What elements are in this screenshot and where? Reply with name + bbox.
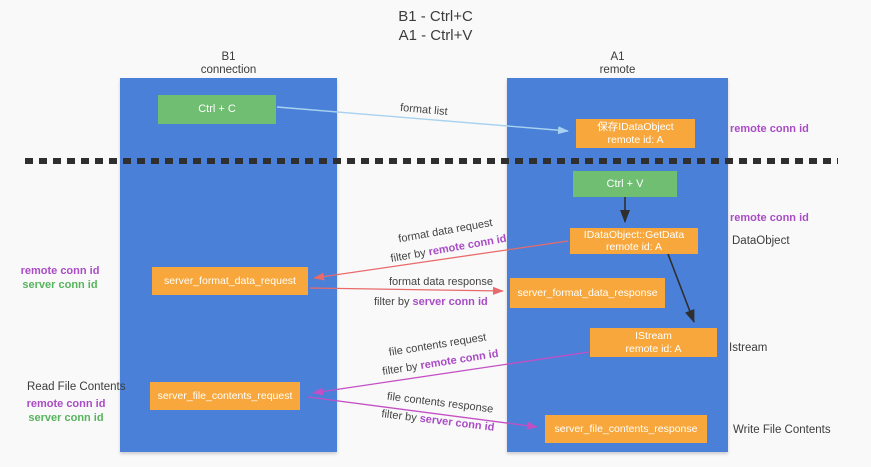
save-dataobject-line1: 保存IDataObject	[597, 121, 674, 133]
node-istream: IStream remote id: A	[590, 328, 717, 357]
edge-format-data-response	[309, 286, 504, 295]
server-conn-id-text: server conn id	[412, 296, 488, 308]
lane-b1-name: B1	[221, 51, 236, 63]
label-dataobject: DataObject	[732, 235, 790, 247]
filter-by-text: filter by	[374, 296, 410, 308]
istream-line1: IStream	[635, 330, 672, 342]
label-remote-conn-id-right-mid: remote conn id	[730, 212, 809, 224]
node-server-file-contents-response: server_file_contents_response	[545, 415, 707, 443]
label-remote-conn-id-left-mid: remote conn id	[20, 265, 100, 277]
label-istream: Istream	[729, 342, 768, 354]
label-server-conn-id-left-bottom: server conn id	[28, 412, 104, 424]
label-server-conn-id-left-mid: server conn id	[22, 279, 98, 291]
label-format-data-request-group: format data request filter by remote con…	[381, 211, 513, 269]
getdata-line1: IDataObject::GetData	[583, 228, 685, 241]
node-ctrl-c: Ctrl + C	[158, 95, 276, 124]
label-read-file-contents: Read File Contents	[27, 381, 126, 393]
ctrl-v-label: Ctrl + V	[606, 177, 644, 190]
title-line-1: B1 - Ctrl+C	[398, 8, 473, 25]
node-idataobject-getdata: IDataObject::GetData remote id: A	[570, 228, 698, 254]
label-conn-ids-left-mid: remote conn id server conn id	[14, 264, 106, 292]
filter-by-text: filter by	[389, 246, 427, 265]
server-format-data-response-label: server_format_data_response	[517, 286, 658, 299]
server-file-contents-response-label: server_file_contents_response	[554, 422, 698, 435]
dashed-separator-line	[25, 158, 838, 164]
label-format-data-response: format data response	[389, 276, 493, 288]
label-conn-ids-left-bottom: remote conn id server conn id	[20, 397, 112, 425]
node-save-dataobject: 保存IDataObject remote id: A	[576, 119, 695, 148]
getdata-line2: remote id: A	[605, 241, 663, 253]
label-file-contents-response-group: file contents response filter by server …	[372, 386, 505, 438]
label-filter-by-server-1: filter by server conn id	[374, 296, 488, 308]
label-remote-conn-id-left-bottom: remote conn id	[26, 398, 106, 410]
label-format-list: format list	[399, 101, 449, 119]
server-file-contents-request-label: server_file_contents_request	[157, 389, 293, 402]
node-ctrl-v: Ctrl + V	[573, 171, 677, 197]
node-server-format-data-response: server_format_data_response	[510, 278, 665, 308]
filter-by-text: filter by	[380, 408, 418, 425]
title-line-2: A1 - Ctrl+V	[398, 27, 473, 44]
save-dataobject-line2: remote id: A	[607, 133, 664, 146]
label-remote-conn-id-right-top: remote conn id	[730, 123, 809, 135]
diagram-title: B1 - Ctrl+C A1 - Ctrl+V	[0, 7, 871, 45]
label-write-file-contents: Write File Contents	[733, 424, 831, 436]
node-server-file-contents-request: server_file_contents_request	[150, 382, 300, 410]
lane-a1-name: A1	[610, 51, 625, 63]
lane-b1-subtitle: connection	[200, 64, 257, 76]
lane-a1-subtitle: remote	[599, 64, 636, 76]
label-file-contents-request-group: file contents request filter by remote c…	[374, 326, 504, 381]
lane-header-b1: B1 connection	[120, 51, 337, 77]
lane-header-a1: A1 remote	[507, 51, 728, 77]
node-server-format-data-request: server_format_data_request	[152, 267, 308, 295]
istream-line2: remote id: A	[625, 342, 682, 355]
ctrl-c-label: Ctrl + C	[198, 103, 236, 116]
server-format-data-request-label: server_format_data_request	[164, 274, 296, 287]
filter-by-text: filter by	[381, 360, 419, 378]
